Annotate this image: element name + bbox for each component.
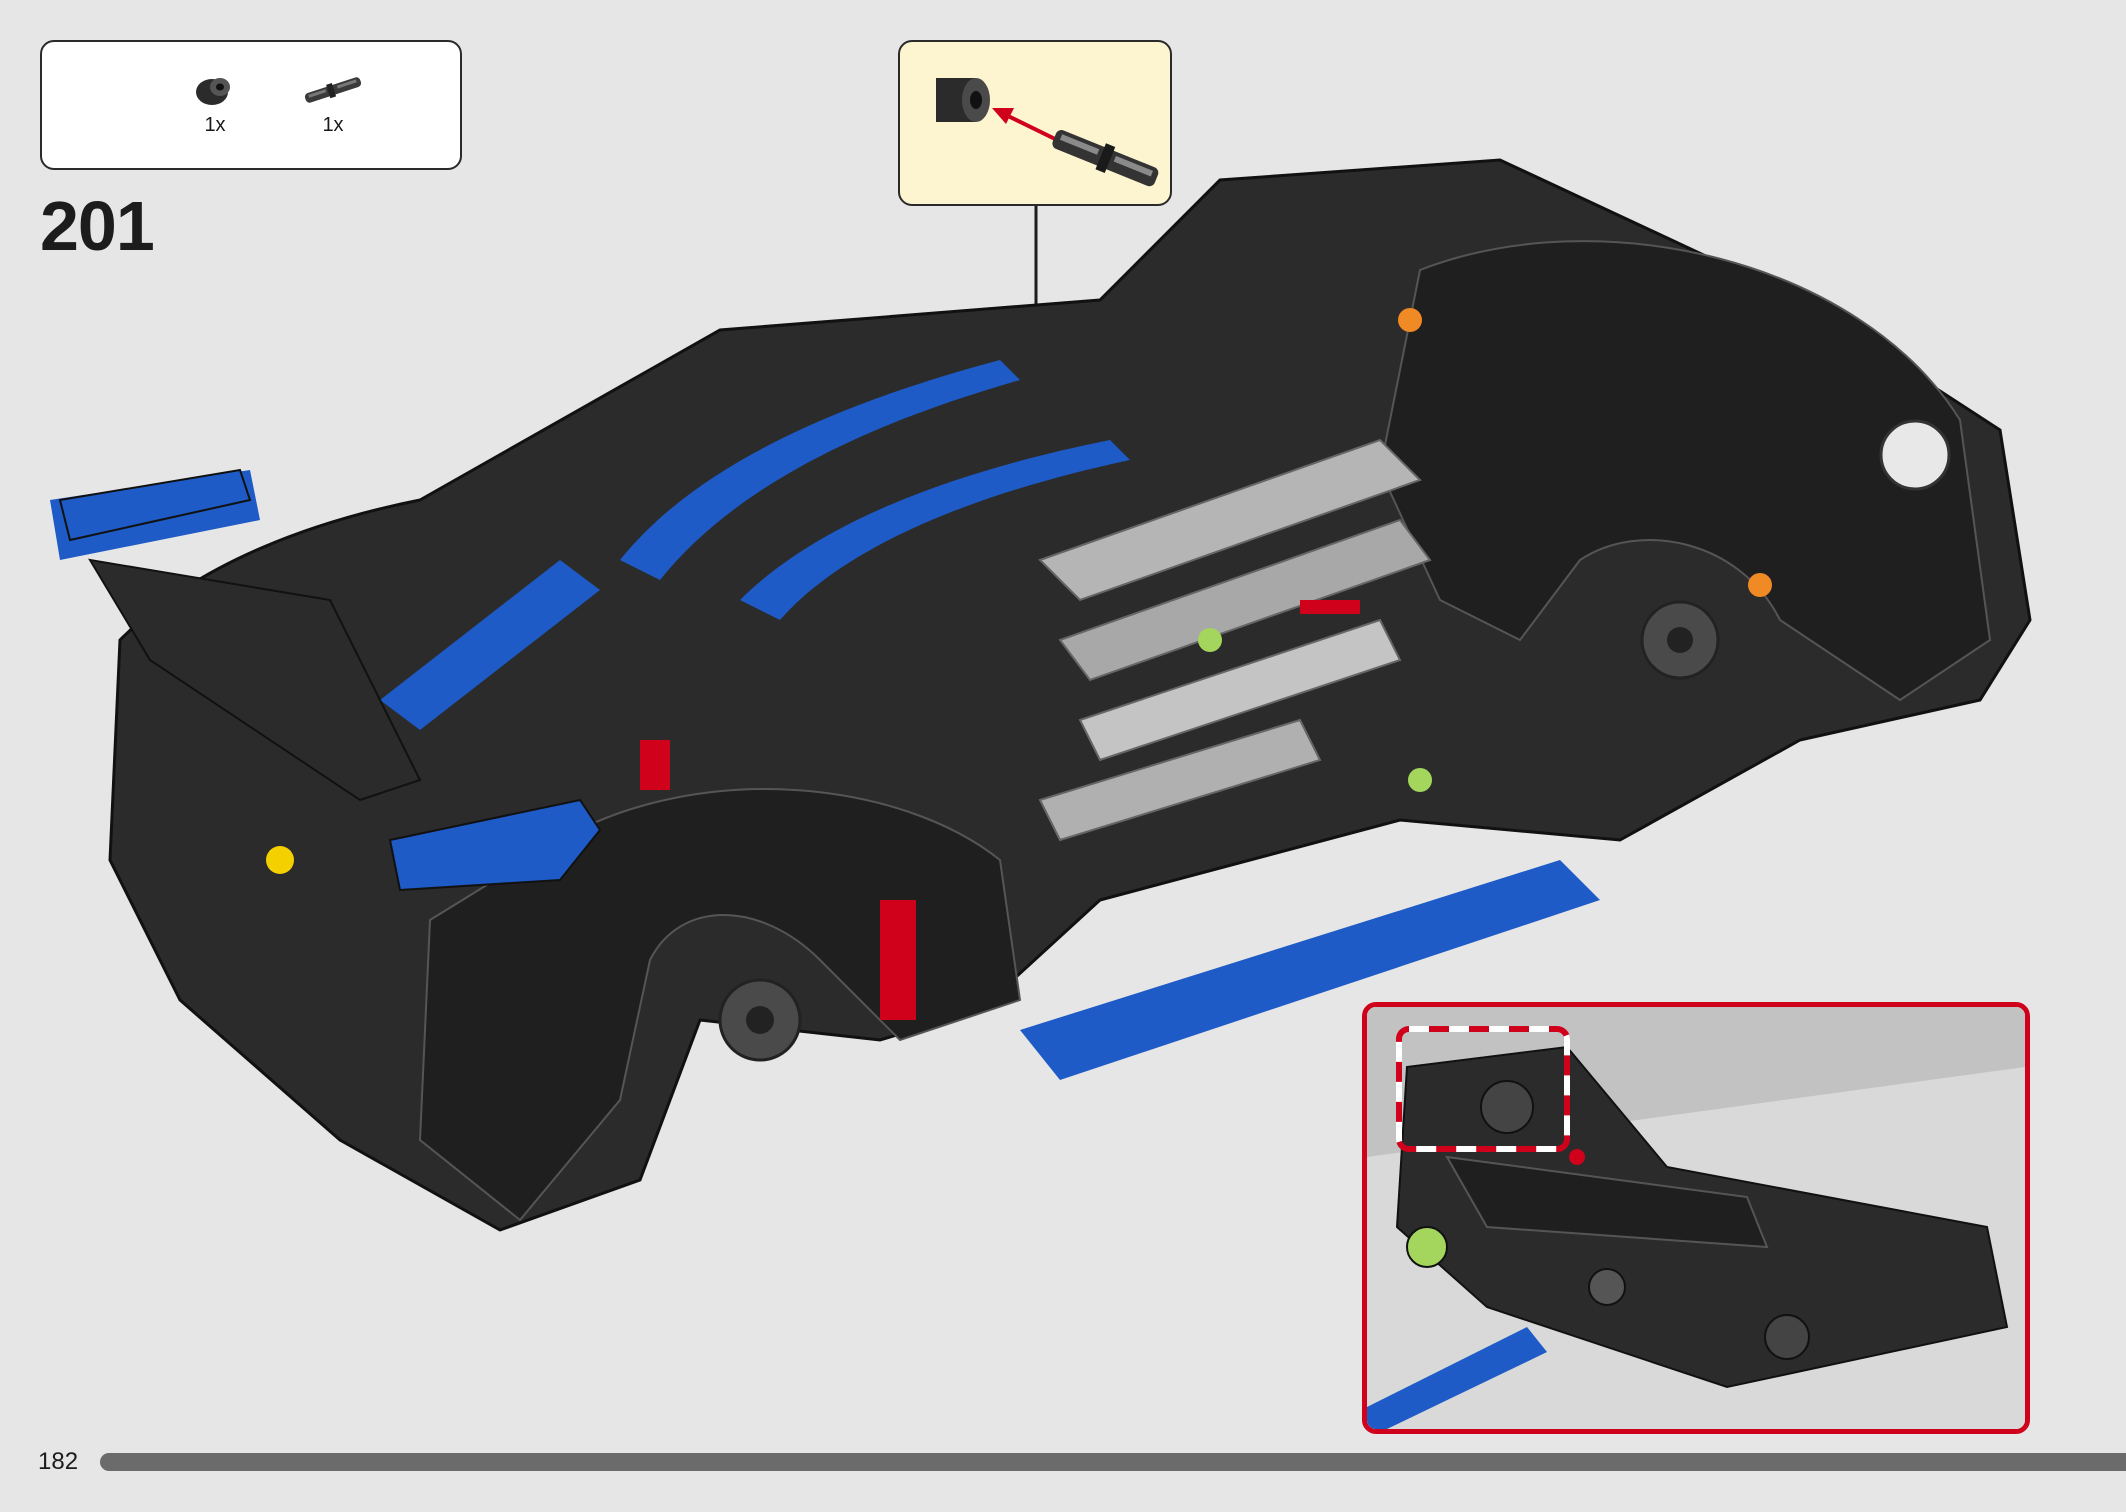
part-qty: 1x xyxy=(204,114,226,136)
detail-view-box xyxy=(1362,1002,2030,1434)
axle-pin-icon xyxy=(304,77,362,103)
body-stripes xyxy=(380,360,1130,730)
connectors xyxy=(266,308,1772,874)
callout-pointer xyxy=(1034,206,1412,646)
bush-icon xyxy=(936,78,990,122)
axle-pin-icon xyxy=(1052,130,1159,187)
red-accents xyxy=(640,600,1360,1020)
rear-wing xyxy=(58,468,422,802)
technic-beams xyxy=(1038,438,1432,842)
bush-icon xyxy=(196,78,230,105)
headlight xyxy=(1879,419,1951,491)
wheel-hub-rear xyxy=(718,978,802,1062)
wheel-hub-front xyxy=(1640,600,1720,680)
sponsor-plate xyxy=(388,798,602,892)
detail-illustration xyxy=(1367,1007,2025,1429)
part-axle-pin: 1x xyxy=(288,70,378,137)
part-qty: 1x xyxy=(322,114,344,136)
parts-list-box: 1x 1x xyxy=(40,40,462,170)
step-number: 201 xyxy=(40,187,155,265)
progress-bar xyxy=(100,1453,2126,1471)
subassembly-callout xyxy=(898,40,1172,206)
subassembly-illustration xyxy=(936,78,1159,187)
part-bush: 1x xyxy=(170,70,260,137)
page-number: 182 xyxy=(38,1448,79,1475)
